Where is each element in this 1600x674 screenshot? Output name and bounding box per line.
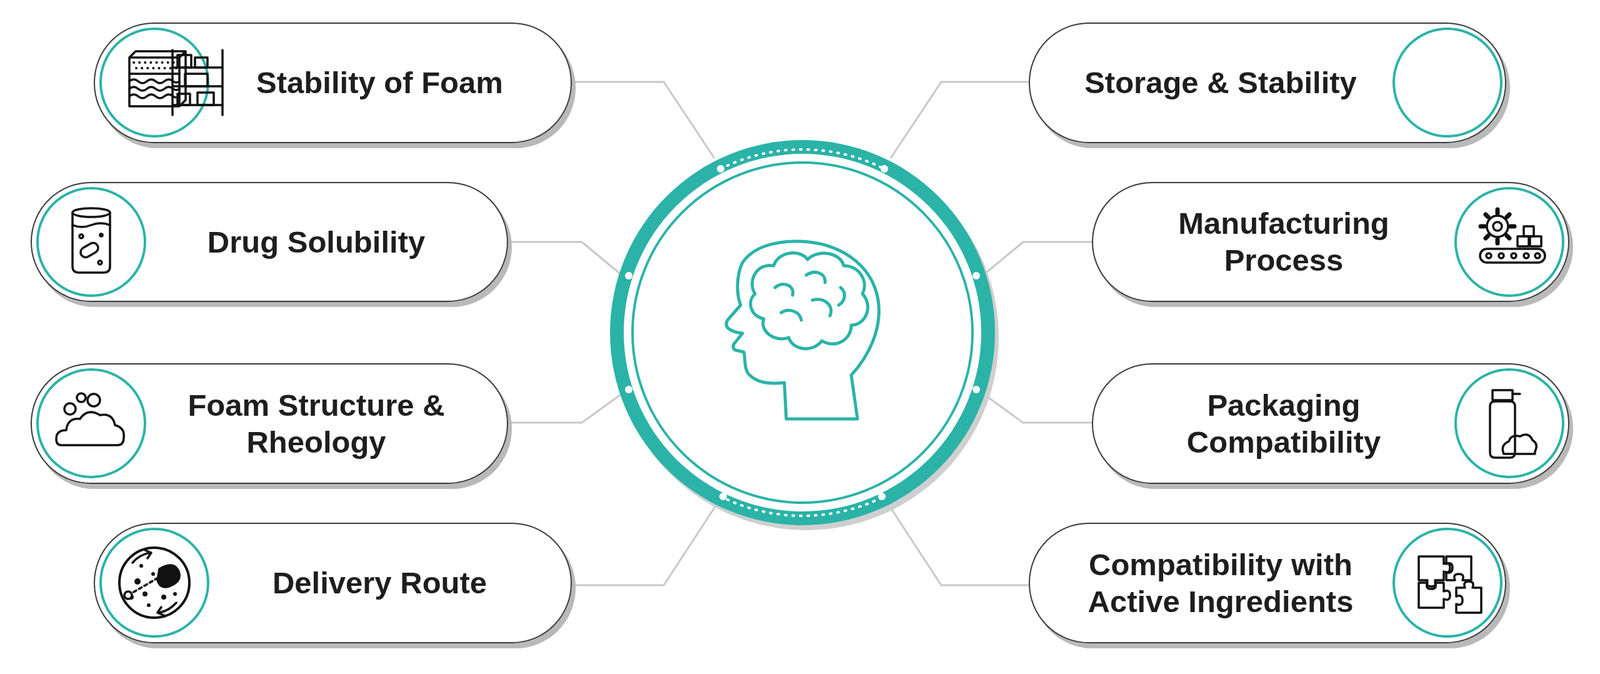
head-brain-icon (726, 241, 879, 419)
center-circle (610, 140, 999, 530)
foam-cloud-icon (56, 393, 124, 445)
pill-label: Storage & Stability (1084, 64, 1357, 102)
feature-pill: Manufacturing Process (1091, 181, 1570, 302)
feature-pill: Storage & Stability (1028, 22, 1507, 144)
pill-label: Delivery Route (272, 564, 487, 602)
pill-label: Stability of Foam (256, 64, 504, 102)
storage-shelf-icon (172, 50, 223, 115)
leader-lines (508, 81, 1097, 585)
feature-pill: Compatibility with Active Ingredients (1028, 522, 1507, 644)
pill-label: Foam Structure & Rheology (169, 386, 464, 461)
feature-pill: Foam Structure & Rheology (30, 363, 509, 484)
feature-pill: Stability of Foam (93, 22, 572, 144)
pill-label: Manufacturing Process (1152, 205, 1415, 279)
puzzle-icon (1418, 556, 1482, 613)
pill-label: Drug Solubility (207, 223, 425, 261)
beaker-pill-icon (72, 208, 110, 273)
icon-circles (37, 28, 1564, 637)
delivery-route-icon (119, 547, 190, 618)
manufacturing-icon (1480, 209, 1545, 263)
foam-can-icon (1490, 390, 1537, 458)
feature-pill: Delivery Route (93, 522, 572, 644)
feature-pill: Drug Solubility (30, 181, 509, 302)
pill-fills (30, 22, 1570, 644)
feature-pill: Packaging Compatibility (1091, 363, 1570, 484)
pill-label: Compatibility with Active Ingredients (1055, 546, 1387, 620)
pill-label: Packaging Compatibility (1149, 386, 1419, 461)
